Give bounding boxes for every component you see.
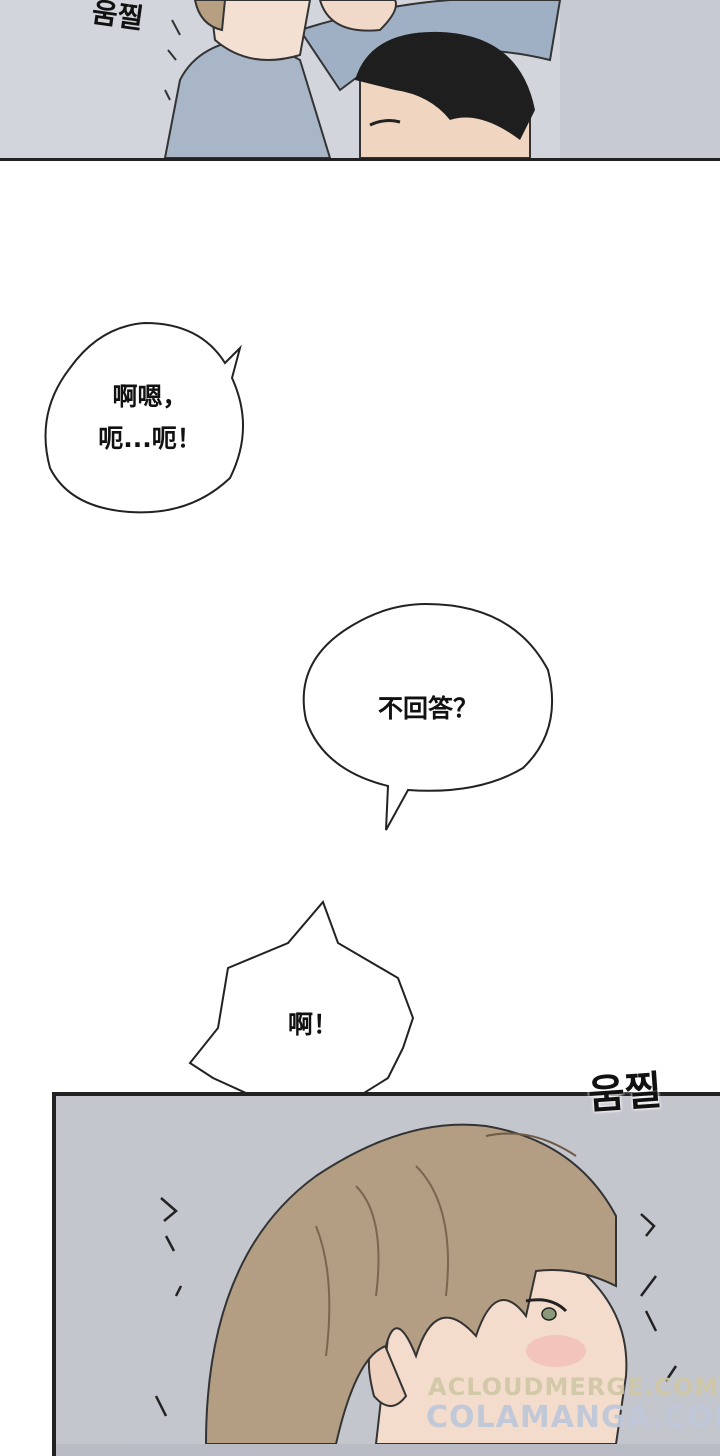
panel-bottom-art	[56, 1096, 720, 1445]
bubble-1-line-2: 呃...呃！	[98, 424, 202, 453]
speech-bubble-1	[44, 321, 244, 514]
watermark-2: COLAMANGA.COM	[426, 1400, 720, 1435]
bubble-2-text: 不回答？	[318, 688, 538, 730]
speech-bubble-2	[302, 602, 554, 831]
speech-bubble-3	[188, 900, 415, 1152]
panel-top-art	[0, 0, 720, 158]
bubble-3-text: 啊！	[238, 1004, 388, 1046]
sfx-bottom: 움찔	[586, 1067, 664, 1119]
bubble-3-line-1: 啊！	[287, 1010, 338, 1039]
bubble-1-line-1: 啊嗯，	[112, 382, 188, 411]
comic-panel-bottom	[52, 1092, 720, 1456]
bubble-1-text: 啊嗯， 呃...呃！	[60, 376, 240, 460]
bubble-2-line-1: 不回答？	[377, 694, 478, 723]
watermark-1: ACLOUDMERGE.COM	[428, 1373, 720, 1401]
comic-panel-top: 움찔	[0, 0, 720, 161]
